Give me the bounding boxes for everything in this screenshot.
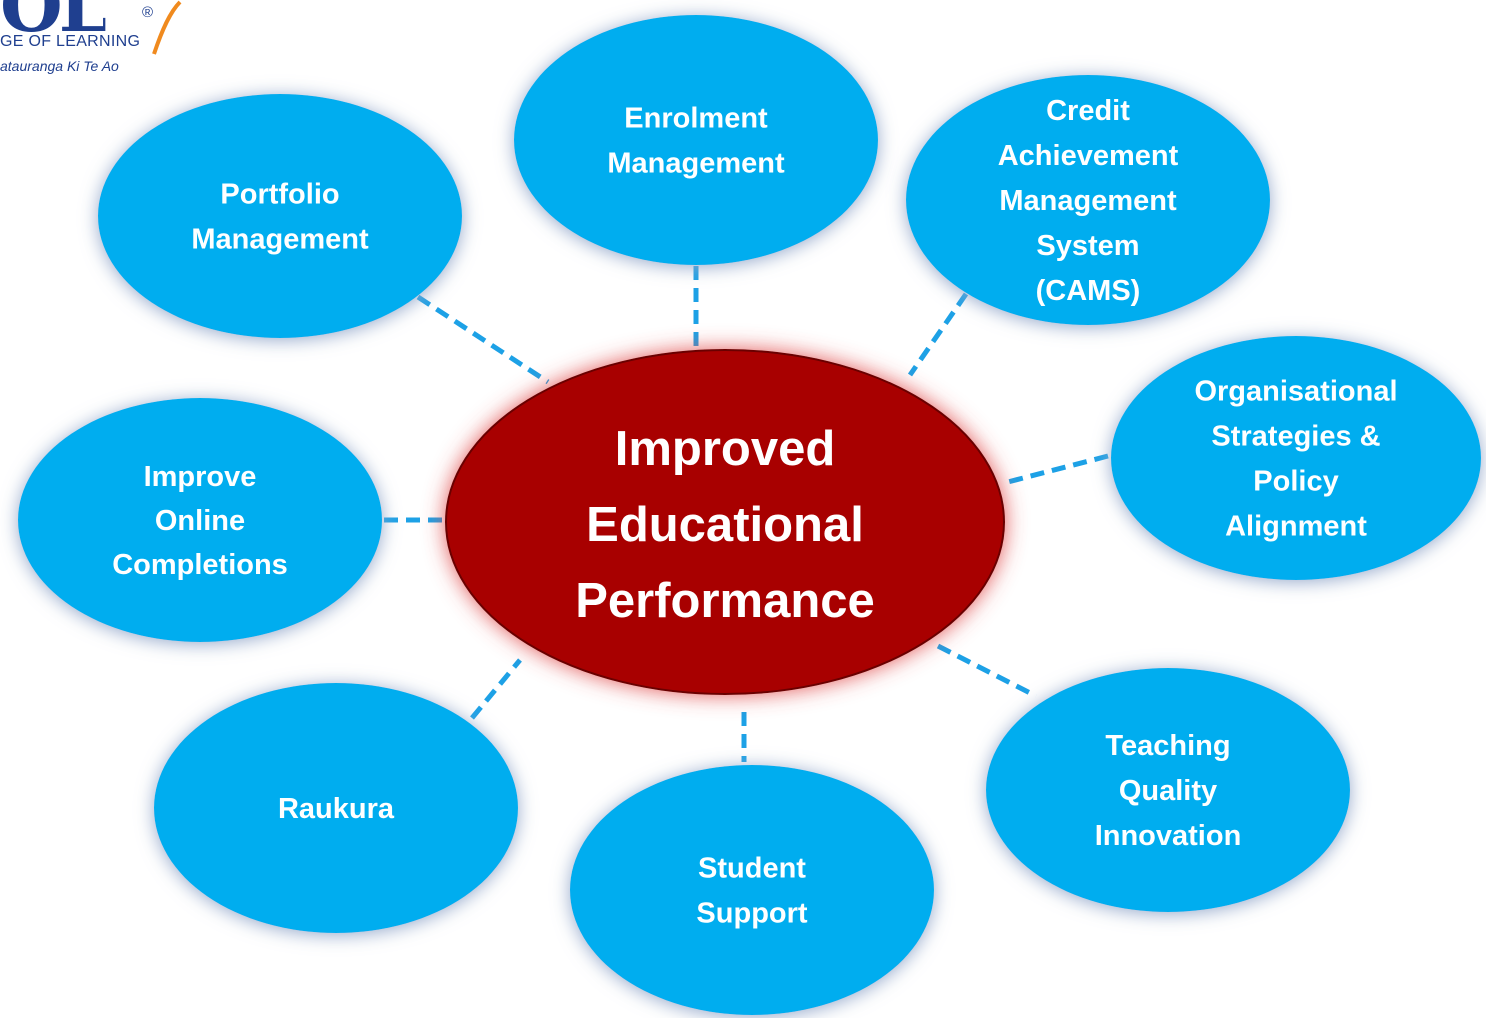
topic-ellipse-improve-online-completions (18, 398, 382, 642)
topic-label-line: Portfolio (220, 179, 339, 211)
topic-label-line: Management (607, 148, 785, 180)
logo-swoosh-icon (152, 0, 182, 55)
central-topic-line: Performance (575, 574, 875, 628)
logo-tagline: GE OF LEARNING (0, 33, 141, 50)
topic-label-line: Support (696, 898, 807, 930)
topic-label-line: Management (999, 185, 1177, 217)
topic-ellipse-raukura (154, 683, 518, 933)
topic-ellipse-student-support (570, 765, 934, 1015)
topic-label-line: Completions (112, 549, 288, 581)
central-topic-line: Educational (586, 498, 864, 552)
topic-label-line: Achievement (998, 140, 1179, 172)
central-topic-node: Improved Educational Performance (445, 349, 1005, 695)
topic-label-line: Strategies & (1211, 421, 1380, 453)
topic-label-line: Enrolment (624, 103, 768, 135)
connector-raukura (470, 658, 522, 720)
topic-label-line: Quality (1119, 775, 1217, 807)
topic-label-line: Innovation (1095, 820, 1242, 852)
topic-ellipse-organisational-strategies (1111, 336, 1481, 580)
topic-label-line: (CAMS) (1036, 275, 1141, 307)
topic-label-line: Organisational (1194, 376, 1397, 408)
topic-label-line: Credit (1046, 95, 1130, 127)
logo-brand-mark: OL (0, 0, 106, 48)
topic-label-line: Online (155, 505, 245, 537)
topic-ellipse-teaching-quality-innovation (986, 668, 1350, 912)
topic-ellipse-enrolment-management (514, 15, 878, 265)
central-topic-line: Improved (615, 422, 836, 476)
connector-cams (907, 292, 969, 377)
topic-nodes: PortfolioManagementEnrolmentManagementCr… (18, 15, 1481, 1015)
topic-label-line: Raukura (278, 793, 395, 825)
logo: OL ® GE OF LEARNING atauranga Ki Te Ao (0, 0, 190, 100)
topic-label-line: Policy (1253, 466, 1338, 498)
connector-lines (384, 266, 1109, 762)
topic-ellipse-cams (906, 75, 1270, 325)
topic-label-line: Alignment (1225, 511, 1367, 543)
central-topic-ellipse (445, 349, 1005, 695)
topic-label-line: Management (191, 224, 369, 256)
connector-teaching-quality-innovation (936, 643, 1038, 699)
connector-portfolio-management (416, 294, 550, 385)
topic-ellipse-portfolio-management (98, 94, 462, 338)
logo-registered-mark: ® (142, 4, 154, 21)
connector-organisational-strategies (1003, 453, 1109, 486)
topic-label-line: Improve (144, 461, 257, 493)
logo-maori-tagline: atauranga Ki Te Ao (0, 58, 119, 74)
topic-label-line: Teaching (1105, 730, 1230, 762)
topic-node-raukura: Raukura (154, 683, 518, 933)
topic-label-line: System (1036, 230, 1139, 262)
topic-label-line: Student (698, 853, 806, 885)
